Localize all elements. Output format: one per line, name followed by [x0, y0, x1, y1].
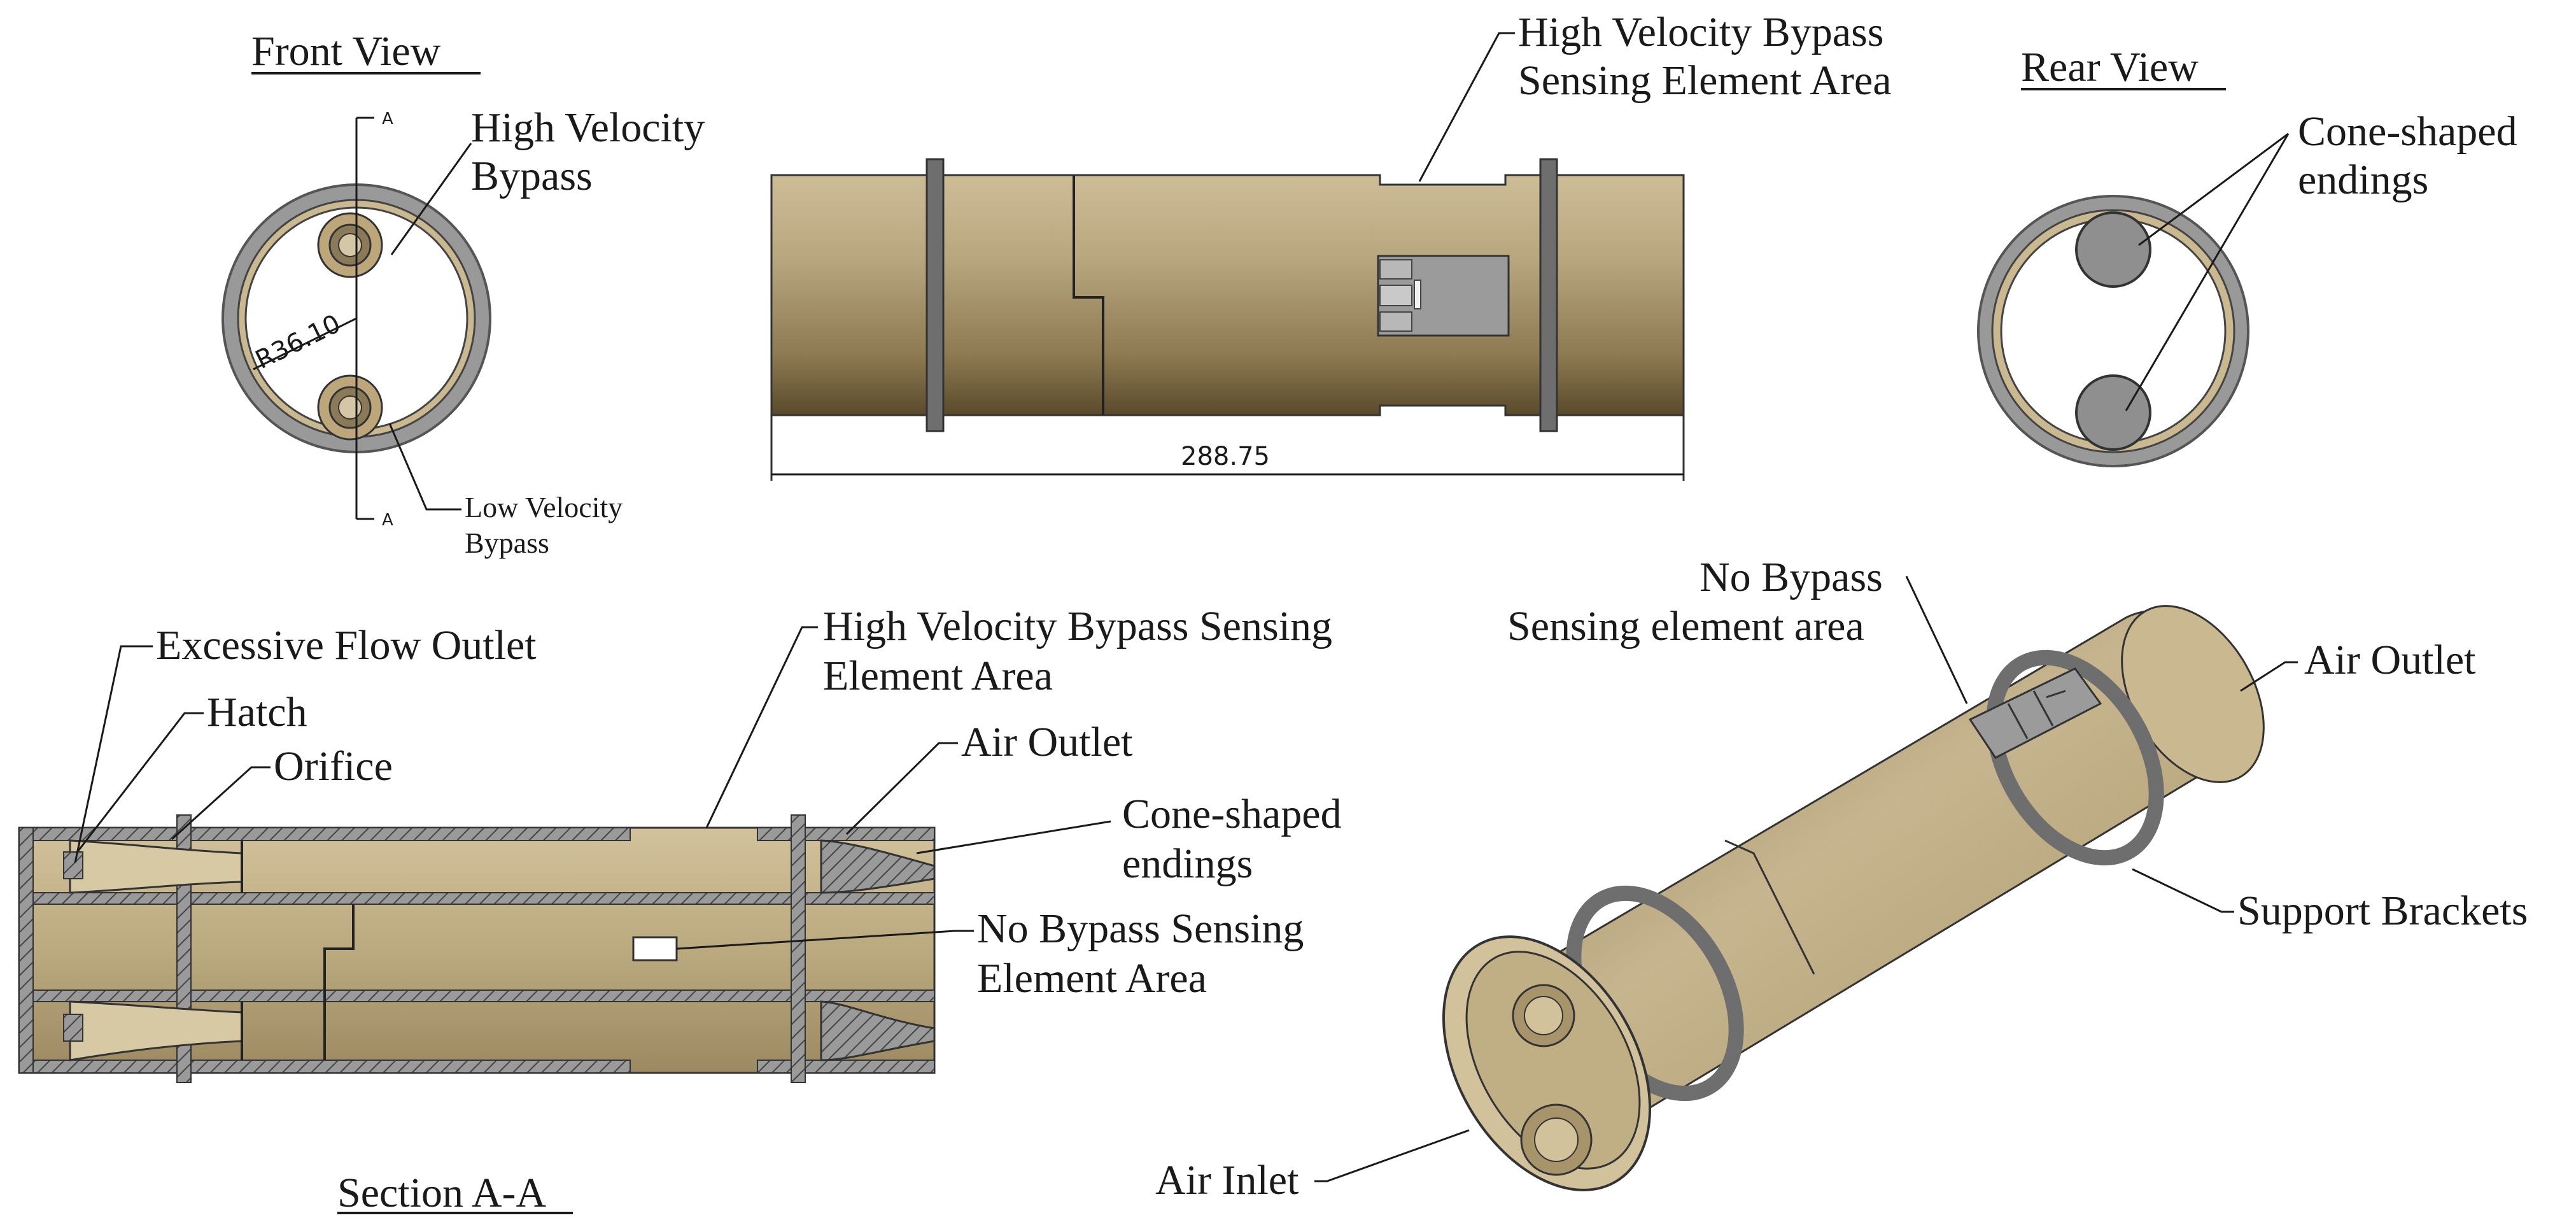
section-view: Section A-A Excessive Flow Outlet Hatch … — [18, 603, 1342, 1216]
section-air-outlet-label: Air Outlet — [961, 719, 1132, 765]
section-cone-label-1: Cone-shaped — [1122, 791, 1342, 837]
length-dimension: 288.75 — [1181, 442, 1270, 471]
rear-cone-top — [2075, 211, 2151, 288]
hv-sensing-label-1: High Velocity Bypass Sensing — [823, 603, 1332, 649]
section-mark-top: A — [382, 110, 393, 129]
cone-upper — [820, 839, 936, 894]
section-bracket-right — [791, 814, 806, 1083]
side-ring-right — [1539, 158, 1558, 432]
iso-no-bypass-label-2: Sensing element area — [1507, 603, 1864, 649]
orifice-label: Orifice — [274, 743, 393, 790]
side-view: 288.75 High Velocity Bypass Sensing Elem… — [770, 9, 1892, 481]
front-view-title: Front View — [251, 28, 441, 74]
no-bypass-sensing-window — [632, 936, 678, 961]
rear-view: Rear View Cone-shaped endings — [1977, 44, 2517, 467]
rear-cone-label-1: Cone-shaped — [2298, 108, 2517, 155]
side-ring-left — [926, 158, 945, 432]
hatch-label: Hatch — [207, 689, 307, 735]
iso-air-inlet-label: Air Inlet — [1155, 1157, 1299, 1203]
high-velocity-label-1: High Velocity — [471, 104, 705, 151]
iso-no-bypass-label-1: No Bypass — [1700, 554, 1883, 600]
iso-support-brackets-label: Support Brackets — [2237, 888, 2528, 934]
section-no-bypass-label-1: No Bypass Sensing — [977, 905, 1304, 952]
rear-cone-label-2: endings — [2298, 157, 2428, 203]
rear-cone-bottom — [2075, 374, 2151, 451]
side-sensing-label-2: Sensing Element Area — [1518, 57, 1892, 104]
iso-air-outlet-label: Air Outlet — [2304, 637, 2475, 683]
high-velocity-label-2: Bypass — [471, 153, 593, 199]
hatch-upper — [63, 851, 83, 879]
front-view: Front View A A R36.10 High Velocity Bypa… — [222, 28, 705, 559]
section-mark-bottom: A — [382, 511, 393, 530]
rear-view-title: Rear View — [2021, 44, 2199, 90]
section-title: Section A-A — [337, 1170, 546, 1216]
side-sensing-label-1: High Velocity Bypass — [1518, 9, 1883, 55]
section-no-bypass-label-2: Element Area — [977, 955, 1207, 1002]
section-cone-label-2: endings — [1122, 840, 1253, 887]
cone-lower — [820, 1000, 936, 1061]
radius-dimension-line — [253, 317, 357, 371]
hv-sensing-label-2: Element Area — [823, 653, 1053, 699]
iso-sensing-element — [1968, 667, 2102, 759]
low-velocity-label-2: Bypass — [465, 527, 549, 559]
excessive-flow-label: Excessive Flow Outlet — [156, 622, 537, 669]
low-velocity-label-1: Low Velocity — [465, 491, 623, 523]
isometric-view: No Bypass Sensing element area Air Outle… — [1155, 554, 2528, 1203]
iso-support-bracket-right — [1986, 649, 2164, 866]
